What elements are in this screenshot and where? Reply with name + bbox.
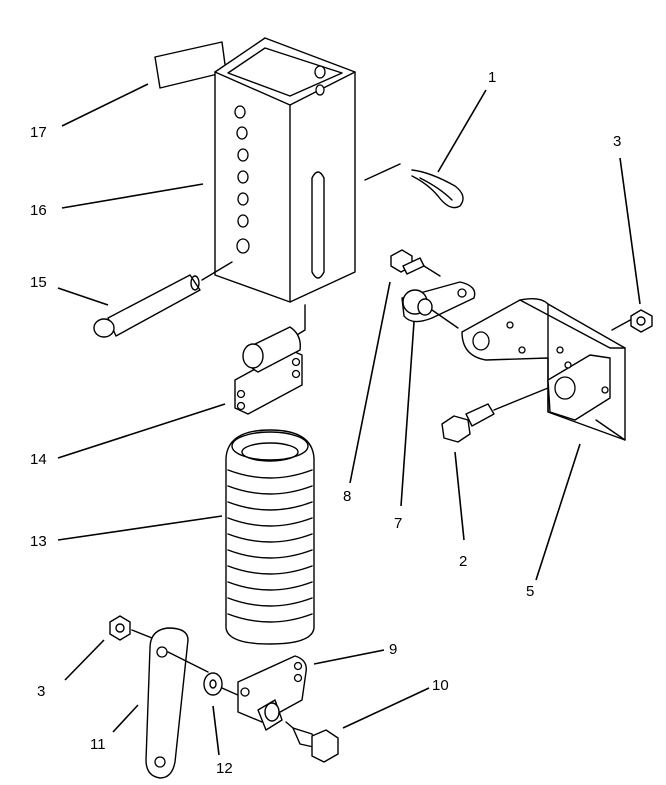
part-9-lower-bracket [237, 655, 307, 731]
callout-14: 14 [30, 451, 47, 468]
callout-numbers: 17 16 15 14 13 1 3 8 7 2 5 9 10 3 11 12 [30, 69, 621, 777]
callout-1: 1 [488, 69, 496, 86]
part-15-clevis-pin [93, 261, 233, 338]
part-3-nut-left [109, 615, 153, 641]
callout-5: 5 [526, 583, 534, 600]
callout-2: 2 [459, 553, 467, 570]
part-14-bushing-bracket [234, 326, 303, 415]
part-16-square-tube [214, 37, 356, 303]
callout-13: 13 [30, 533, 47, 550]
part-8-bolt [390, 249, 441, 277]
part-1-hair-pin [364, 163, 464, 209]
part-10-carriage-bolt [285, 721, 339, 763]
part-3-nut-right [630, 309, 653, 333]
part-5-main-bracket [461, 297, 635, 441]
callout-11: 11 [90, 736, 106, 753]
callout-12: 12 [216, 760, 233, 777]
callout-3-right: 3 [613, 133, 621, 150]
callout-7: 7 [394, 515, 402, 532]
callout-9: 9 [389, 641, 397, 658]
part-11-link-bar [145, 627, 209, 779]
callout-16: 16 [30, 202, 47, 219]
callout-3-left: 3 [37, 683, 45, 700]
callout-17: 17 [30, 124, 47, 141]
callout-8: 8 [343, 488, 351, 505]
part-12-washer [203, 672, 241, 697]
part-13-compression-spring [225, 429, 315, 645]
callout-15: 15 [30, 274, 47, 291]
part-7-pivot-plate [401, 281, 476, 329]
callout-10: 10 [432, 677, 449, 694]
leader-lines [57, 83, 641, 756]
part-2-hex-bolt [441, 387, 549, 443]
